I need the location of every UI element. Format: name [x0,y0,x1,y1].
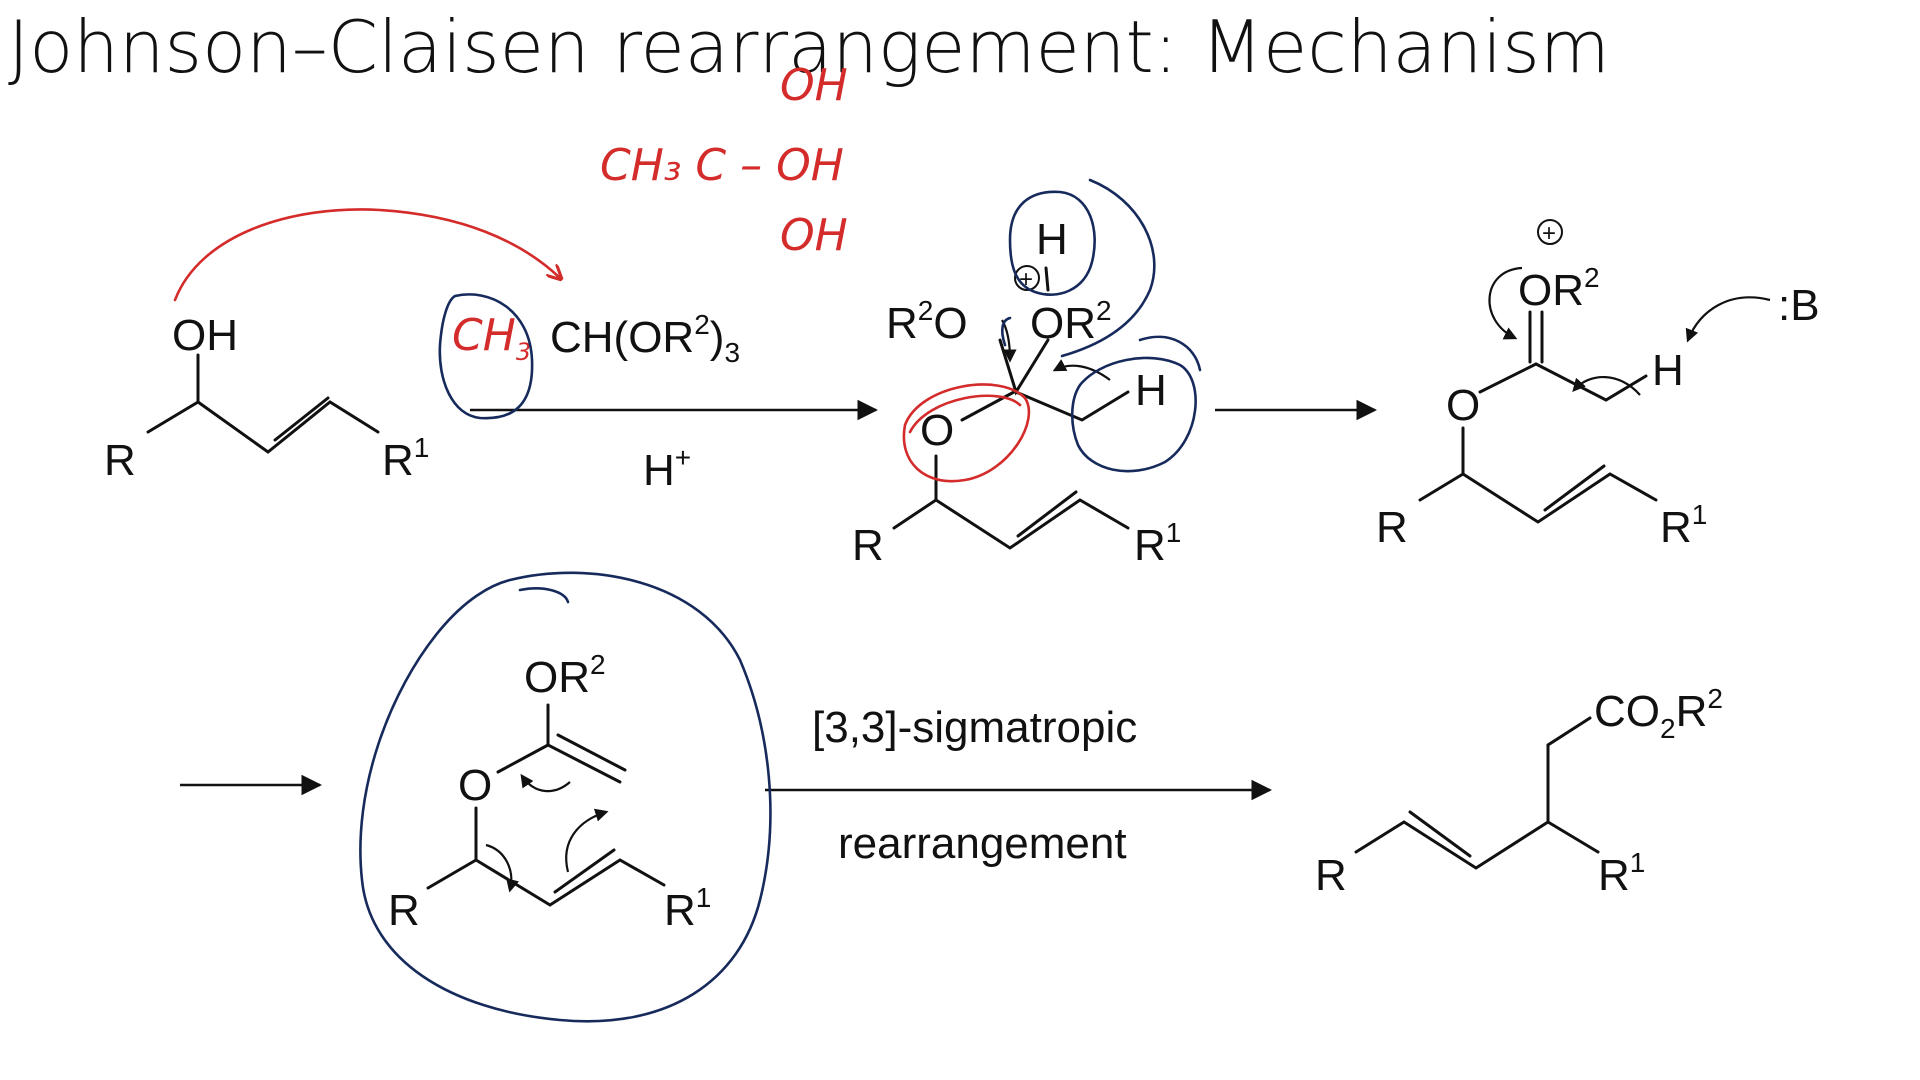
red-curved-arrow [173,208,560,302]
cation-plus-sign: + [1019,266,1033,293]
r-label-3: R [1376,503,1408,552]
h-label-3: H [1652,346,1684,395]
pericyclic-arrow-2 [485,843,519,893]
blue-circle-ch3 [438,293,534,420]
blue-handwritten-annotations [359,178,1202,1023]
blue-circle-tail [518,587,570,604]
blue-circle-methyl-h [1070,356,1197,473]
slide-title: Johnson–Claisen rearrangement: Mechanism [8,5,1610,89]
blue-small-arrow [1000,316,1012,347]
h-on-oxygen-label: H [1036,215,1068,264]
oxocarbenium-deprotonation: + OR2 :B H O R R1 [1376,219,1820,552]
blue-arc-h [1138,335,1202,372]
ester-oxygen-label-3: O [1446,381,1480,430]
allylic-alcohol: OH R R1 [104,311,429,485]
blue-circle-transition-state [359,571,772,1023]
oh-label: OH [172,311,238,360]
h-methyl-label: H [1135,366,1167,415]
red-formula-line1: OH [780,60,848,111]
red-formula-line2: CH₃ C – OH [600,140,844,191]
red-circle-carbonyl-oxygen [902,383,1031,483]
ester-oxygen-label-4: O [458,761,492,810]
r-label-4: R [388,886,420,935]
blue-circle-oh [1008,190,1096,296]
r-label: R [104,436,136,485]
orthoester-reagent: CH(OR2)3 [550,309,740,368]
r1-label-5: R1 [1598,847,1645,900]
acid-catalyst-label: H+ [643,442,691,495]
base-label: :B [1778,281,1820,330]
red-ch3-note: CH3 [452,310,531,366]
red-handwritten-annotations: CH3 OH CH₃ C – OH OH [173,60,1031,483]
red-circle-overstroke [908,394,1022,434]
or2-label-4: OR2 [524,649,606,702]
r1-label: R1 [382,432,429,485]
r1-label-4: R1 [664,882,711,935]
protonated-ketene-acetal-intermediate: R2O OR2 H + H O R R1 [852,215,1181,570]
gamma-delta-unsaturated-ester-product: CO2R2 R R1 [1315,683,1723,900]
or2-label: OR2 [1030,295,1112,348]
oxocarbenium-plus-sign: + [1542,220,1556,247]
r2o-label: R2O [886,295,968,348]
proton-loss-arrow [1052,359,1111,381]
base-attack-arrow [1685,296,1771,343]
oxocarbenium-electron-arrow [1488,266,1523,340]
r1-label-3: R1 [1660,499,1707,552]
r1-label-2: R1 [1134,517,1181,570]
enolization-arrow [1572,376,1641,396]
blue-arc-top [1060,178,1156,358]
r-label-2: R [852,521,884,570]
oxocarbenium-charge-icon [1537,219,1563,245]
cation-charge-icon [1014,265,1040,291]
red-formula-line3: OH [780,210,848,261]
pericyclic-arrow-1 [520,773,571,793]
step-label-top: [3,3]-sigmatropic [812,703,1137,752]
pericyclic-arrow-3 [565,808,609,873]
ketene-acetal-intermediate: OR2 O R R1 [388,649,711,935]
step-label-bottom: rearrangement [838,819,1127,868]
co2r2-label: CO2R2 [1594,683,1723,744]
or2-label-3: OR2 [1518,262,1600,315]
r-label-5: R [1315,851,1347,900]
